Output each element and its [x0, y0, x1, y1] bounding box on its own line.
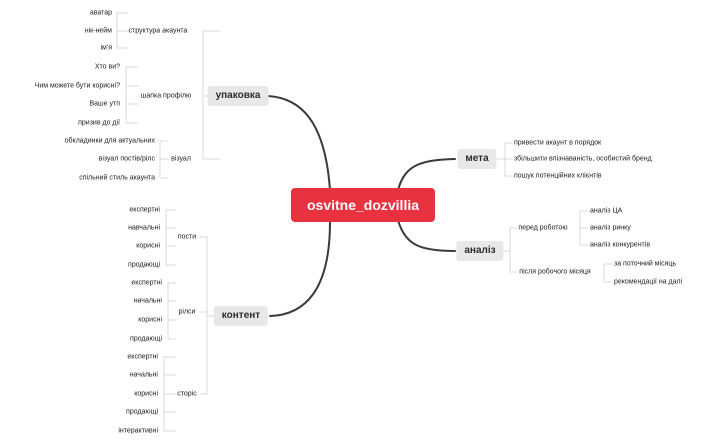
- subtopic-posty[interactable]: пости: [177, 233, 197, 241]
- leaf-vizual-2[interactable]: візуал постів/рілс: [98, 155, 155, 163]
- leaf-pislia-1[interactable]: за поточний місяць: [614, 260, 677, 268]
- leaf-rilsy-3[interactable]: корисні: [138, 316, 162, 324]
- leaf-shapka-1[interactable]: Хто ви?: [94, 63, 120, 71]
- leaf-storis-2[interactable]: начальні: [129, 371, 158, 379]
- leaf-shapka-3[interactable]: Ваше утп: [89, 100, 120, 108]
- subtopic-shapka[interactable]: шапка профілю: [140, 92, 192, 100]
- leaf-storis-5[interactable]: інтерактивні: [118, 427, 158, 435]
- subtopic-vizual[interactable]: візуал: [171, 155, 191, 163]
- root-topic[interactable]: osvitne_dozvillia: [290, 188, 436, 222]
- topic-analiz[interactable]: аналіз: [456, 241, 504, 261]
- topic-upakovka[interactable]: упаковка: [207, 86, 269, 106]
- leaf-posty-4[interactable]: продающі: [128, 261, 160, 269]
- leaf-pislia-2[interactable]: рекомендації на далі: [614, 278, 683, 286]
- leaf-meta-2[interactable]: збільшити впізнаваність, особистий бренд: [514, 155, 652, 163]
- leaf-rilsy-4[interactable]: продающі: [130, 335, 162, 343]
- connector-upakovka: [267, 95, 331, 191]
- subtopic-storis[interactable]: сторіс: [177, 390, 197, 398]
- leaf-struktura-3[interactable]: ім'я: [100, 44, 113, 52]
- leaf-pered-1[interactable]: аналіз ЦА: [590, 207, 623, 215]
- leaf-rilsy-1[interactable]: експертні: [131, 279, 162, 287]
- connector-analiz: [397, 219, 456, 252]
- leaf-shapka-4[interactable]: призив до дії: [78, 119, 120, 127]
- leaf-pered-3[interactable]: аналіз конкурентів: [590, 241, 651, 249]
- leaf-meta-3[interactable]: пошук потенційних клієнтів: [514, 172, 602, 180]
- leaf-pered-2[interactable]: аналіз ринку: [590, 224, 631, 232]
- leaf-struktura-2[interactable]: нік-нейм: [84, 27, 112, 35]
- leaf-storis-1[interactable]: експертні: [127, 353, 158, 361]
- leaf-posty-3[interactable]: корисні: [136, 242, 160, 250]
- leaf-rilsy-2[interactable]: начальні: [133, 297, 162, 305]
- connector-kontent: [269, 221, 331, 317]
- leaf-storis-3[interactable]: корисні: [134, 390, 158, 398]
- leaf-struktura-1[interactable]: аватар: [89, 9, 112, 17]
- subtopic-pered[interactable]: перед роботою: [518, 224, 568, 232]
- subtopic-pislia[interactable]: після робочого місяця: [519, 268, 591, 276]
- leaf-storis-4[interactable]: продающі: [126, 408, 158, 416]
- topic-kontent[interactable]: контент: [213, 306, 269, 326]
- leaf-vizual-1[interactable]: обкладинки для актуальних: [64, 137, 155, 145]
- leaf-posty-2[interactable]: навчальні: [128, 224, 160, 232]
- subtopic-rilsy[interactable]: рілси: [178, 308, 196, 316]
- leaf-meta-1[interactable]: привести акаунт в порядок: [514, 139, 602, 147]
- leaf-shapka-2[interactable]: Чим можете бути корисні?: [34, 82, 120, 90]
- leaf-posty-1[interactable]: експертні: [129, 206, 160, 214]
- connector-meta: [397, 158, 456, 191]
- leaf-vizual-3[interactable]: спільний стиль акаунта: [79, 174, 155, 182]
- subtopic-struktura[interactable]: структура акаунта: [128, 27, 188, 35]
- topic-meta[interactable]: мета: [457, 149, 497, 169]
